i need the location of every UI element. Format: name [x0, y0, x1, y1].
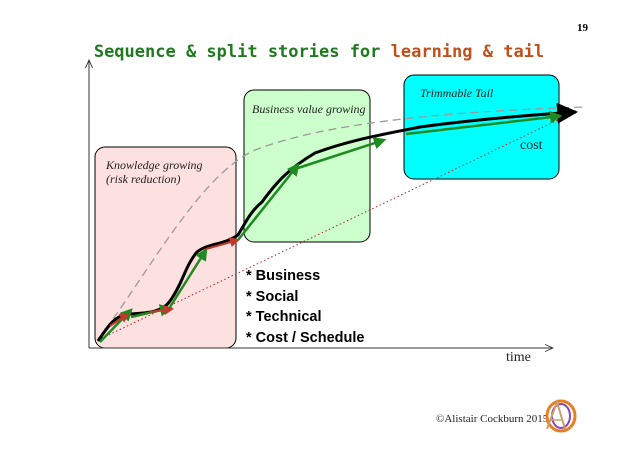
- cost-label: cost: [520, 138, 543, 153]
- bullet-technical: * Technical: [246, 309, 322, 325]
- trimmable-tail-box-label: Trimmable Tail: [420, 86, 494, 100]
- knowledge-label-line1: Knowledge growing: [106, 158, 203, 172]
- page-number: 19: [577, 22, 588, 34]
- bullet-social: * Social: [246, 288, 299, 305]
- bullet-business: * Business: [246, 268, 321, 284]
- story-split-dimensions: * Business * Social * Technical * Cost /…: [246, 266, 364, 348]
- copyright-notice: ©Alistair Cockburn 2015: [436, 413, 549, 425]
- title-highlight: learning & tail: [390, 42, 545, 62]
- knowledge-label-line2: (risk reduction): [106, 172, 181, 186]
- time-axis-label: time: [506, 350, 531, 365]
- business-value-box-label: Business value growing: [252, 102, 366, 116]
- knowledge-box-label: Knowledge growing (risk reduction): [106, 158, 203, 186]
- title-prefix: Sequence & split stories for: [93, 42, 391, 62]
- author-logo-icon: [545, 398, 577, 433]
- ideal-curve: [97, 106, 586, 341]
- learning-arrows: [109, 237, 240, 327]
- bullet-cost-schedule: * Cost / Schedule: [246, 329, 365, 346]
- cost-line: [97, 117, 563, 341]
- trimmable-tail-box: [403, 74, 560, 180]
- slide-title: Sequence & split stories for learning & …: [0, 42, 638, 62]
